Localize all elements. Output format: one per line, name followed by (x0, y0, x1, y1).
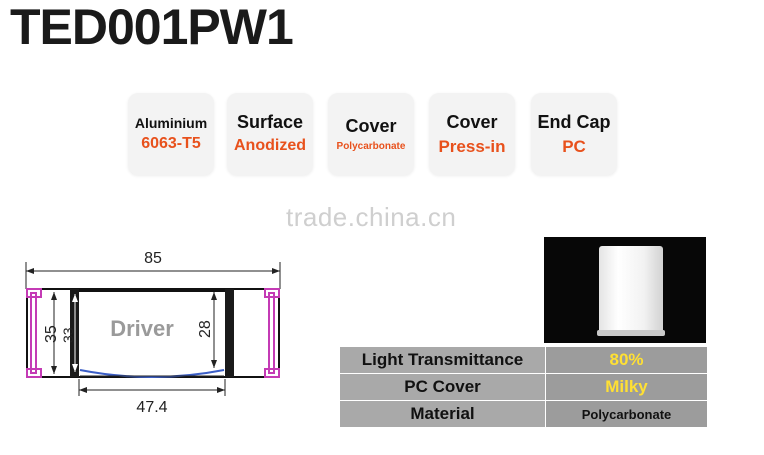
arrow-up-icon (211, 292, 217, 300)
arrow-left-icon (26, 268, 34, 274)
card-value: Anodized (234, 137, 306, 155)
cover-material-card: Cover Polycarbonate (328, 93, 414, 175)
cover-photo (544, 237, 706, 343)
product-title: TED001PW1 (10, 0, 294, 55)
card-label: Cover (446, 111, 498, 132)
table-row: Material Polycarbonate (339, 400, 708, 428)
arrow-down-icon (72, 364, 78, 372)
spec-value: Polycarbonate (545, 400, 708, 428)
lens-clip (264, 288, 280, 298)
surface-card: Surface Anodized (227, 93, 313, 175)
arrow-right-icon (272, 268, 280, 274)
cavity-width-label: 47.4 (136, 399, 167, 416)
cover-mount-card: Cover Press-in (429, 93, 515, 175)
spec-key: Material (339, 400, 546, 428)
arrow-right-icon (217, 387, 225, 393)
card-label: End Cap (537, 111, 611, 132)
arrow-down-icon (211, 360, 217, 368)
card-value: Press-in (438, 136, 506, 156)
arrow-up-icon (72, 294, 78, 302)
right-lens (268, 292, 275, 374)
card-value: PC (562, 136, 586, 156)
end-cap-card: End Cap PC (531, 93, 617, 175)
spec-key: PC Cover (339, 373, 546, 401)
inner-height-label: 33 (60, 327, 76, 343)
cavity-height-label: 28 (197, 320, 214, 338)
profile-drawing: 85 35 33 28 Driver 47.4 (25, 250, 281, 416)
table-row: Light Transmittance 80% (339, 346, 708, 374)
card-label: Cover (345, 115, 397, 136)
lens-clip (26, 288, 42, 298)
spec-value: Milky (545, 373, 708, 401)
table-row: PC Cover Milky (339, 373, 708, 401)
card-label: Aluminium (134, 114, 208, 131)
arrow-down-icon (51, 366, 57, 374)
watermark-text: trade.china.cn (286, 202, 457, 232)
card-label: Surface (236, 112, 304, 133)
left-lens (30, 292, 37, 374)
spec-table: Light Transmittance 80% PC Cover Milky M… (339, 346, 708, 428)
spec-key: Light Transmittance (339, 346, 546, 374)
lens-clip (264, 368, 280, 378)
card-value: 6063-T5 (141, 134, 201, 152)
card-value: Polycarbonate (336, 140, 406, 152)
milky-cover-image (597, 246, 665, 336)
driver-label: Driver (110, 316, 174, 341)
width-label: 85 (144, 250, 162, 267)
outer-height-label: 35 (43, 325, 60, 343)
bottom-lens (79, 369, 225, 378)
lens-clip (26, 368, 42, 378)
arrow-left-icon (79, 387, 87, 393)
material-card: Aluminium 6063-T5 (128, 93, 214, 175)
right-inner-wall (225, 289, 234, 377)
arrow-up-icon (51, 292, 57, 300)
spec-value: 80% (545, 346, 708, 374)
